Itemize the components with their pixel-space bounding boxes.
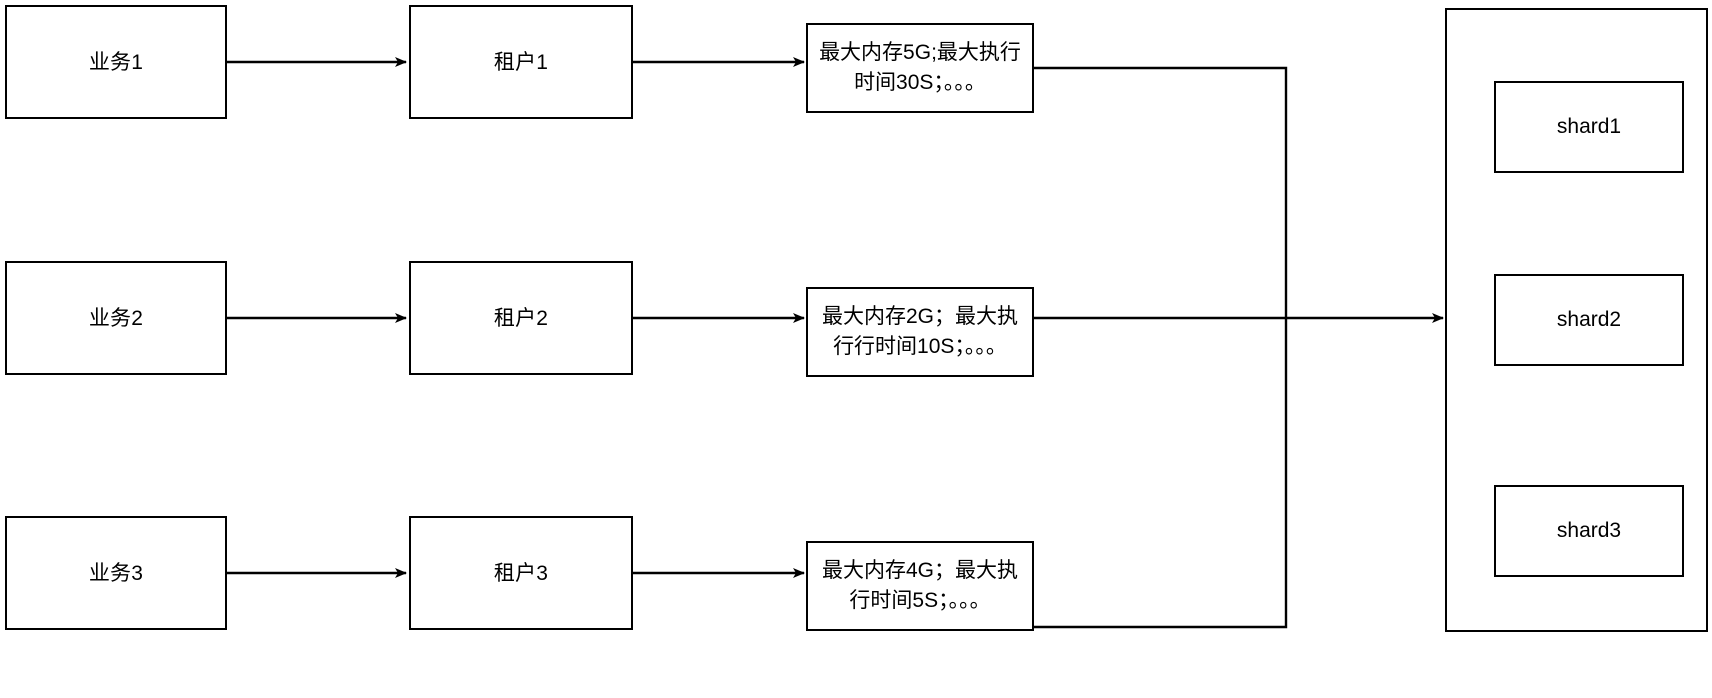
- tenant-node-2[interactable]: 租户2: [409, 261, 633, 375]
- shard-box-1-label: shard1: [1556, 115, 1622, 138]
- quota-node-3[interactable]: 最大内存4G；最大执行时间5S；。。。: [806, 541, 1034, 631]
- tenant-node-2-label: 租户2: [493, 306, 549, 330]
- tenant-node-1[interactable]: 租户1: [409, 5, 633, 119]
- shard-box-2[interactable]: shard2: [1494, 274, 1684, 366]
- shard-box-3-label: shard3: [1556, 519, 1622, 542]
- tenant-node-1-label: 租户1: [493, 50, 549, 74]
- tenant-node-3[interactable]: 租户3: [409, 516, 633, 630]
- quota-node-1[interactable]: 最大内存5G;最大执行时间30S；。。。: [806, 23, 1034, 113]
- business-node-1-label: 业务1: [88, 50, 144, 74]
- business-node-2-label: 业务2: [88, 306, 144, 330]
- shard-box-1[interactable]: shard1: [1494, 81, 1684, 173]
- edge-quota3-shards: [1033, 318, 1288, 629]
- shard-box-2-label: shard2: [1556, 308, 1622, 331]
- business-node-2[interactable]: 业务2: [5, 261, 227, 375]
- business-node-3[interactable]: 业务3: [5, 516, 227, 630]
- quota-node-2[interactable]: 最大内存2G；最大执行行时间10S；。。。: [806, 287, 1034, 377]
- business-node-3-label: 业务3: [88, 561, 144, 585]
- business-node-1[interactable]: 业务1: [5, 5, 227, 119]
- quota-node-1-label: 最大内存5G;最大执行时间30S；。。。: [819, 41, 1021, 94]
- edge-quota1-shards: [1033, 66, 1288, 318]
- shard-box-3[interactable]: shard3: [1494, 485, 1684, 577]
- quota-node-3-label: 最大内存4G；最大执行时间5S；。。。: [821, 559, 1018, 612]
- tenant-node-3-label: 租户3: [493, 561, 549, 585]
- quota-node-2-label: 最大内存2G；最大执行行时间10S；。。。: [821, 305, 1018, 358]
- shard-cluster-container[interactable]: shard1 shard2 shard3: [1445, 8, 1708, 632]
